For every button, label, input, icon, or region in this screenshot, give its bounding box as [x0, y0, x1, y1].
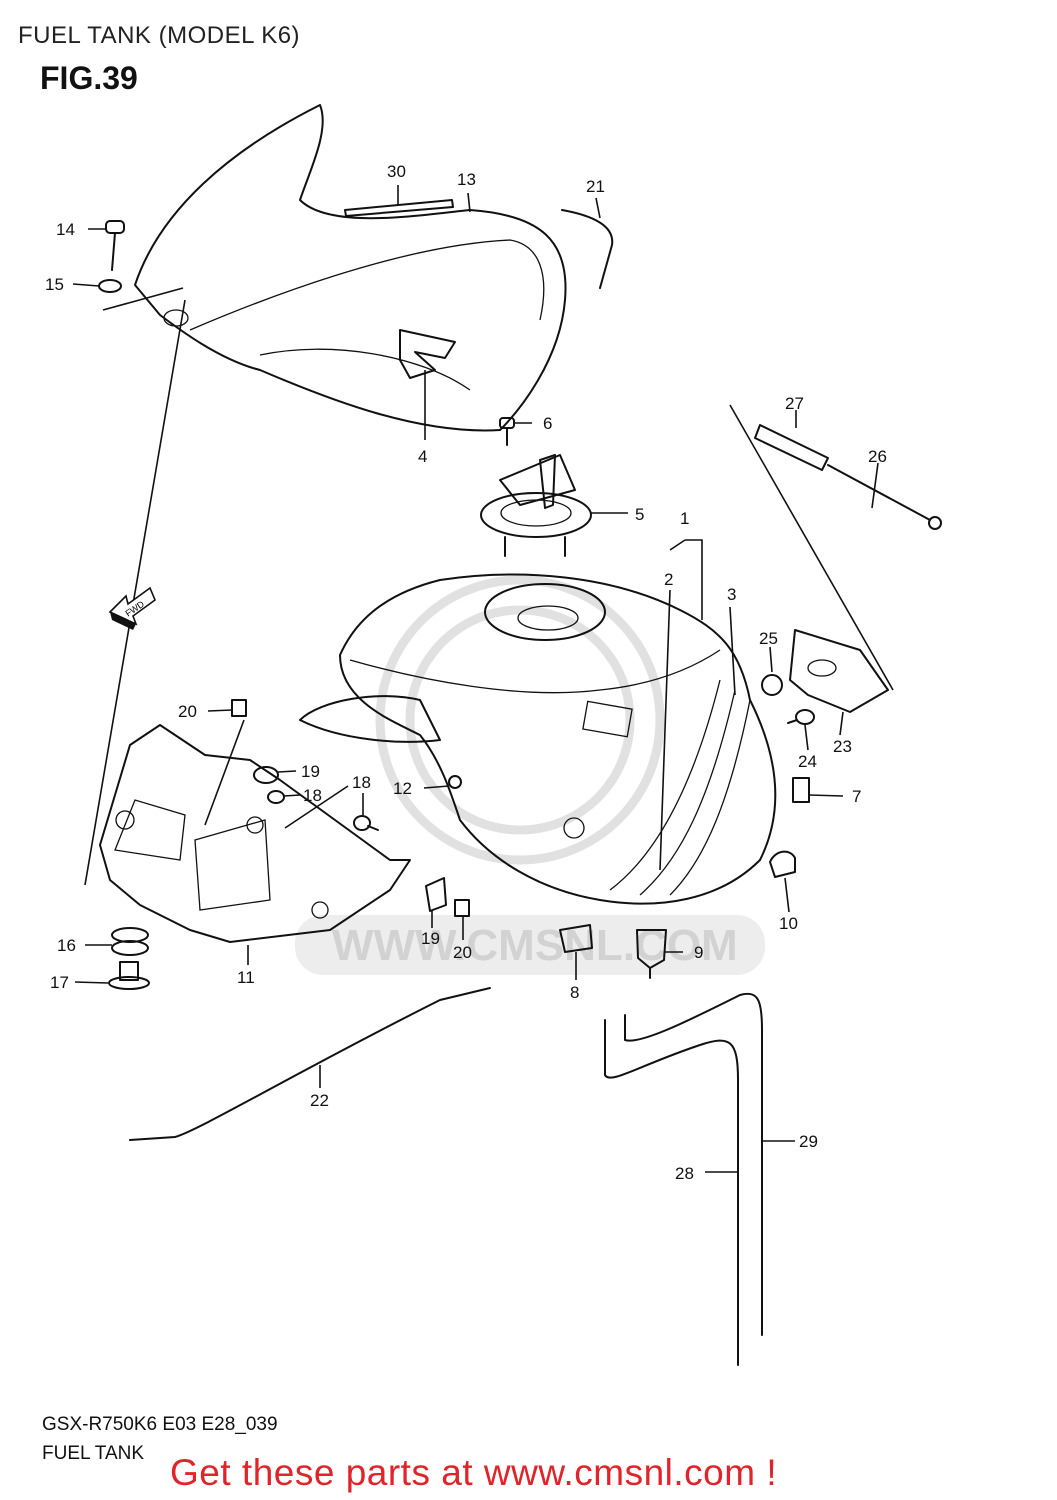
callout-11: 11: [237, 968, 255, 987]
bolt-14: [105, 220, 125, 271]
callout-7: 7: [852, 787, 861, 806]
damper-19-lower: [425, 877, 447, 912]
callout-3: 3: [727, 585, 736, 604]
sleeve-27: [754, 424, 829, 471]
assembly-line-right: [729, 404, 894, 691]
callout-10: 10: [779, 914, 798, 933]
callout-27: 27: [785, 394, 804, 413]
watermark-text: WWW.CMSNL.COM: [332, 921, 738, 970]
callout-19-a: 19: [301, 762, 320, 781]
callout-6: 6: [543, 414, 552, 433]
fwd-direction-arrow: FWD: [108, 586, 156, 630]
assembly-line-left: [84, 299, 186, 886]
vent-hose-short: [561, 209, 614, 289]
collar-18-upper: [267, 790, 285, 804]
callout-18-b: 18: [303, 786, 322, 805]
hoses-28-29: [604, 992, 763, 1366]
cover-seal-strip: [344, 199, 454, 217]
callout-17: 17: [50, 973, 69, 992]
damper-19-upper: [253, 766, 279, 784]
cushion-7: [792, 777, 810, 803]
page-title: FUEL TANK (MODEL K6): [18, 22, 301, 49]
callout-28: 28: [675, 1164, 694, 1183]
nut-20-upper: [231, 699, 247, 717]
callout-12: 12: [393, 779, 412, 798]
callout-20-b: 20: [453, 943, 472, 962]
bracket-23: [789, 629, 889, 713]
fuel-cap: [480, 454, 592, 557]
frame-bracket-11: [99, 724, 411, 943]
section-name: FUEL TANK: [42, 1443, 145, 1464]
callout-2: 2: [664, 570, 673, 589]
callout-18-a: 18: [352, 773, 371, 792]
callout-4: 4: [418, 447, 427, 466]
grommet-16: [111, 927, 149, 956]
nut-20-lower: [454, 899, 470, 917]
model-code: GSX-R750K6 E03 E28_039: [42, 1414, 278, 1435]
assembly-line-left-top: [102, 287, 184, 311]
figure-label: FIG.39: [40, 60, 138, 96]
callout-8: 8: [570, 983, 579, 1002]
bolt-12: [448, 775, 462, 789]
callout-24: 24: [798, 752, 817, 771]
callout-23: 23: [833, 737, 852, 756]
cap-10: [769, 850, 796, 878]
bracket-23-hole: [807, 659, 837, 677]
tank-cover-part: [134, 104, 567, 432]
bolt-26-head: [928, 516, 942, 530]
fuel-tank-body: [299, 573, 777, 905]
drain-rod-22: [129, 987, 491, 1141]
washer-15: [98, 279, 122, 293]
callout-25: 25: [759, 629, 778, 648]
leader-lines: [72, 185, 879, 1173]
bolt-18-lower: [353, 815, 379, 831]
callout-26: 26: [868, 447, 887, 466]
bolt-6: [499, 417, 515, 446]
callout-1: 1: [680, 509, 689, 528]
promo-link[interactable]: Get these parts at www.cmsnl.com !: [170, 1452, 778, 1493]
callout-20-a: 20: [178, 702, 197, 721]
callout-22: 22: [310, 1091, 329, 1110]
collar-17: [108, 961, 150, 990]
damper-9: [636, 929, 667, 979]
callout-29: 29: [799, 1132, 818, 1151]
callout-21: 21: [586, 177, 605, 196]
callout-15: 15: [45, 275, 64, 294]
callout-30: 30: [387, 162, 406, 181]
bolt-26: [827, 464, 931, 521]
bolt-24: [787, 709, 815, 725]
callout-14: 14: [56, 220, 75, 239]
callout-9: 9: [694, 943, 703, 962]
callout-labels: 1 2 3 4 5 6 7 8 9 10 11 12 13 14 15 16 1…: [45, 162, 887, 1183]
callout-16: 16: [57, 936, 76, 955]
cushion-8: [559, 924, 593, 953]
callout-19-b: 19: [421, 929, 440, 948]
callout-5: 5: [635, 505, 644, 524]
nut-25: [761, 674, 783, 696]
callout-13: 13: [457, 170, 476, 189]
